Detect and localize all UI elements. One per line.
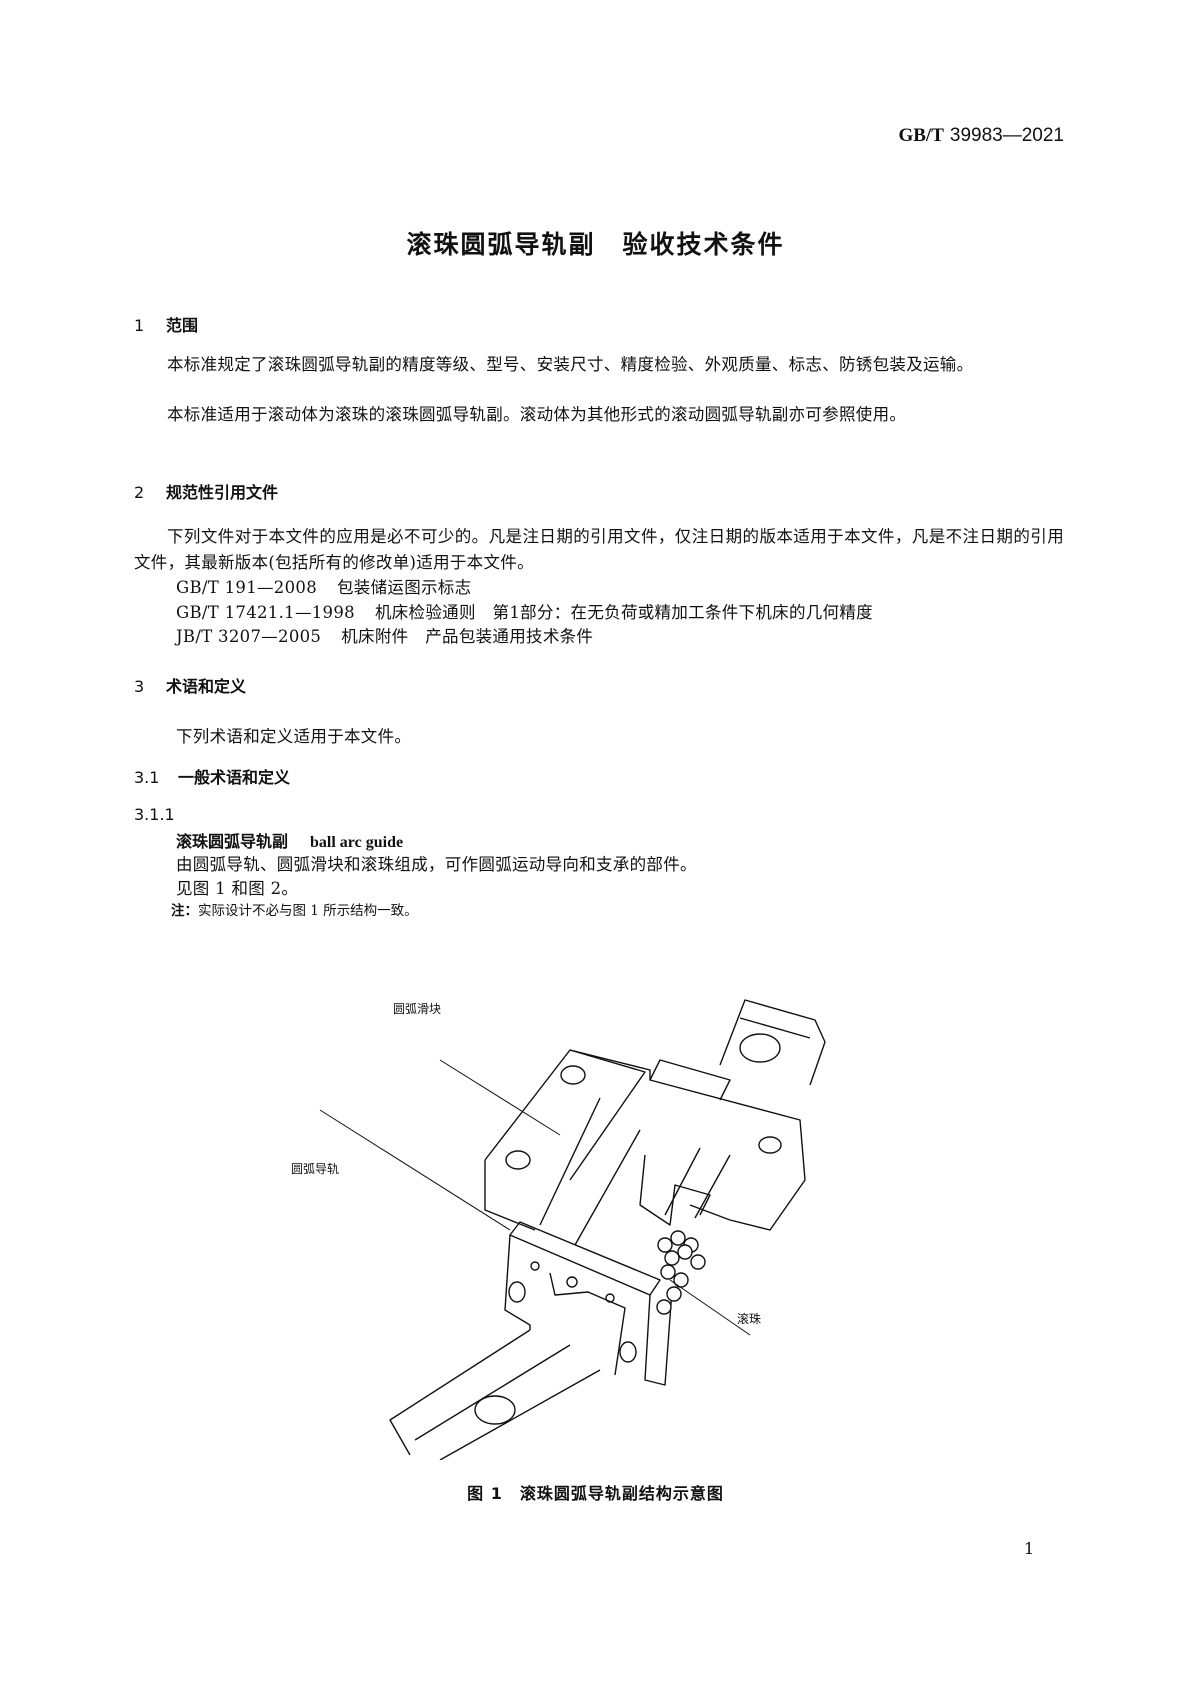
- standard-number: 39983—2021: [949, 125, 1064, 146]
- section-2-heading: 2 规范性引用文件: [134, 479, 278, 503]
- reference-code: GB/T 17421.1—1998: [176, 603, 355, 622]
- section-title: 规范性引用文件: [166, 483, 279, 502]
- figure-caption: 图 1 滚珠圆弧导轨副结构示意图: [467, 1484, 724, 1503]
- section-number: 2: [134, 483, 145, 502]
- term-entry: 滚珠圆弧导轨副 ball arc guide: [176, 828, 403, 852]
- reference-title: 包装储运图示标志: [337, 578, 472, 597]
- section-1-paragraph-2: 本标准适用于滚动体为滚珠的滚珠圆弧导轨副。滚动体为其他形式的滚动圆弧导轨副亦可参…: [167, 405, 907, 424]
- reference-item: GB/T 191—2008 包装储运图示标志: [176, 574, 471, 598]
- ball-arc-guide-figure: [319, 999, 826, 1460]
- section-3-heading: 3 术语和定义: [134, 673, 246, 697]
- section-title: 范围: [166, 316, 199, 335]
- section-number: 3: [134, 677, 145, 696]
- term-english: ball arc guide: [310, 834, 404, 851]
- section-number: 3.1: [134, 768, 160, 787]
- section-title: 一般术语和定义: [178, 768, 291, 787]
- term-definition: 由圆弧导轨、圆弧滑块和滚珠组成，可作圆弧运动导向和支承的部件。: [176, 855, 697, 874]
- callout-rail: 圆弧导轨: [291, 1162, 340, 1176]
- document-title: 滚珠圆弧导轨副 验收技术条件: [406, 230, 785, 259]
- term-chinese: 滚珠圆弧导轨副: [176, 832, 289, 851]
- term-see-figures: 见图 1 和图 2。: [176, 879, 299, 898]
- page-number: 1: [1024, 1539, 1035, 1558]
- reference-item: JB/T 3207—2005 机床附件 产品包装通用技术条件: [176, 623, 593, 647]
- section-number: 1: [134, 316, 145, 335]
- reference-code: JB/T 3207—2005: [176, 627, 322, 646]
- standard-prefix: GB/T: [898, 125, 944, 146]
- section-1-heading: 1 范围: [134, 312, 198, 336]
- section-1-paragraph-1: 本标准规定了滚珠圆弧导轨副的精度等级、型号、安装尺寸、精度检验、外观质量、标志、…: [167, 355, 974, 374]
- note-text: 实际设计不必与图 1 所示结构一致。: [198, 903, 418, 919]
- section-2-intro: 下列文件对于本文件的应用是必不可少的。凡是注日期的引用文件，仅注日期的版本适用于…: [134, 527, 1064, 572]
- section-3-1-1-number: 3.1.1: [134, 805, 175, 824]
- reference-code: GB/T 191—2008: [176, 578, 317, 597]
- callout-balls: 滚珠: [737, 1312, 762, 1326]
- section-3-1-heading: 3.1 一般术语和定义: [134, 764, 290, 788]
- reference-item: GB/T 17421.1—1998 机床检验通则 第1部分：在无负荷或精加工条件下…: [176, 599, 873, 623]
- term-note: 注：实际设计不必与图 1 所示结构一致。: [171, 899, 418, 919]
- reference-title: 机床检验通则 第1部分：在无负荷或精加工条件下机床的几何精度: [374, 603, 873, 622]
- reference-title: 机床附件 产品包装通用技术条件: [341, 627, 594, 646]
- section-3-intro: 下列术语和定义适用于本文件。: [176, 727, 412, 746]
- callout-slider: 圆弧滑块: [393, 1002, 442, 1016]
- section-title: 术语和定义: [166, 677, 247, 696]
- note-label: 注：: [171, 903, 198, 919]
